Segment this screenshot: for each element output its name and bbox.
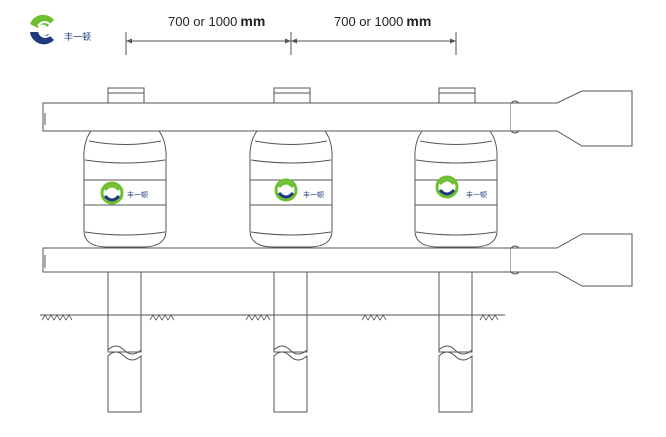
logo-green-swoosh [30, 14, 54, 28]
ground-hatch-marks [41, 314, 499, 321]
ground-line [40, 314, 505, 321]
roller-2-logo-icon [274, 178, 298, 202]
post-2-lower [273, 351, 308, 413]
post-3-lower [438, 351, 473, 413]
dim-arrow-1a [126, 38, 132, 44]
post-3-cap [438, 87, 476, 104]
dim-arrow-1b [285, 38, 291, 44]
logo-blue-swoosh [30, 32, 54, 45]
bottom-rail-beam [42, 247, 512, 273]
roller-3-logo-icon [435, 175, 459, 199]
dim-arrow-2a [291, 38, 297, 44]
post-2 [273, 87, 311, 413]
roller-3-brand-text: 丰一顿 [466, 190, 487, 199]
roller-1-logo-icon [100, 181, 124, 205]
dim-label-1-value: 700 or 1000 [168, 14, 237, 29]
bottom-rail-end-terminal [511, 233, 633, 287]
dim-label-2-value: 700 or 1000 [334, 14, 403, 29]
dim-label-1-unit: mm [240, 13, 265, 29]
roller-2: 丰一顿 [249, 130, 333, 248]
bottom-rail [42, 233, 633, 287]
post-1 [107, 87, 145, 413]
top-rail-beam [42, 102, 512, 132]
roller-1-brand-text: 丰一顿 [127, 190, 148, 199]
post-3 [438, 87, 476, 413]
post-1-lower [107, 351, 142, 413]
roller-2-brand-text: 丰一顿 [303, 190, 324, 199]
post-1-upper [107, 271, 142, 353]
logo-s-curve [37, 21, 54, 38]
post-1-cap [107, 87, 145, 104]
logo-text: 丰一顿 [64, 31, 91, 43]
brand-logo: 丰一顿 [30, 14, 91, 45]
logo-mark-icon [30, 14, 54, 45]
posts [107, 87, 476, 413]
post-3-upper [438, 271, 473, 353]
top-rail [42, 90, 633, 147]
roller-1-body [83, 130, 167, 248]
top-rail-end-terminal [511, 90, 633, 147]
rollers: 丰一顿 丰一顿 [83, 130, 498, 248]
post-2-upper [273, 271, 308, 353]
post-2-cap [273, 87, 311, 104]
roller-3: 丰一顿 [414, 130, 498, 248]
roller-1: 丰一顿 [83, 130, 167, 248]
dim-label-2-unit: mm [406, 13, 431, 29]
dim-arrow-2b [450, 38, 456, 44]
